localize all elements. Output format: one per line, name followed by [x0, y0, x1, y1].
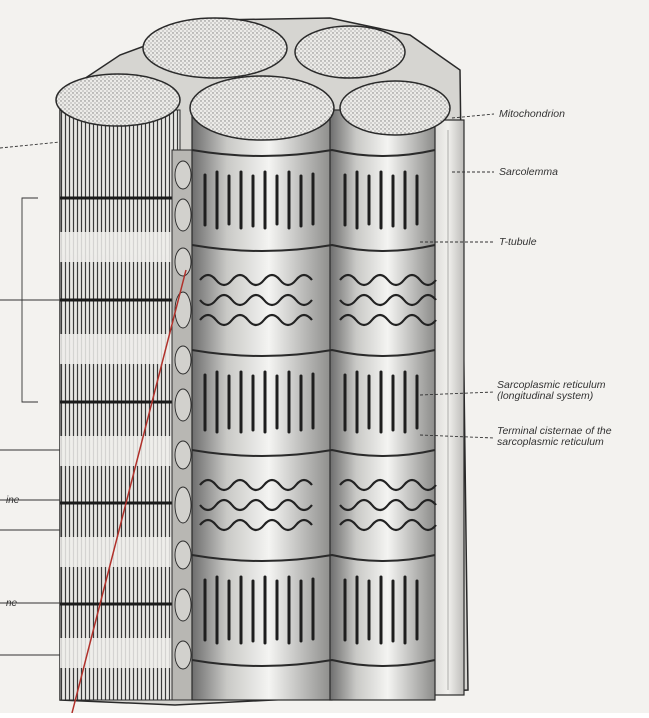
label-sarcoplasmic-reticulum-line2: (longitudinal system): [497, 391, 606, 402]
striated-myofibril-band: [60, 110, 180, 700]
myofibril-column-left: [192, 110, 332, 700]
left-leader-lines: [0, 142, 60, 655]
label-cropped-left-upper: ine: [6, 495, 19, 506]
label-sarcoplasmic-reticulum: Sarcoplasmic reticulum (longitudinal sys…: [497, 380, 606, 402]
label-t-tubule: T-tubule: [499, 237, 537, 248]
label-cropped-left-lower: ne: [6, 598, 17, 609]
label-terminal-cisternae-line2: sarcoplasmic reticulum: [497, 437, 612, 448]
label-mitochondrion: Mitochondrion: [499, 109, 565, 120]
sarcolemma-sheet: [432, 120, 464, 695]
mitochondria-column: [172, 150, 194, 700]
label-sarcolemma: Sarcolemma: [499, 167, 558, 178]
label-terminal-cisternae: Terminal cisternae of the sarcoplasmic r…: [497, 426, 612, 448]
